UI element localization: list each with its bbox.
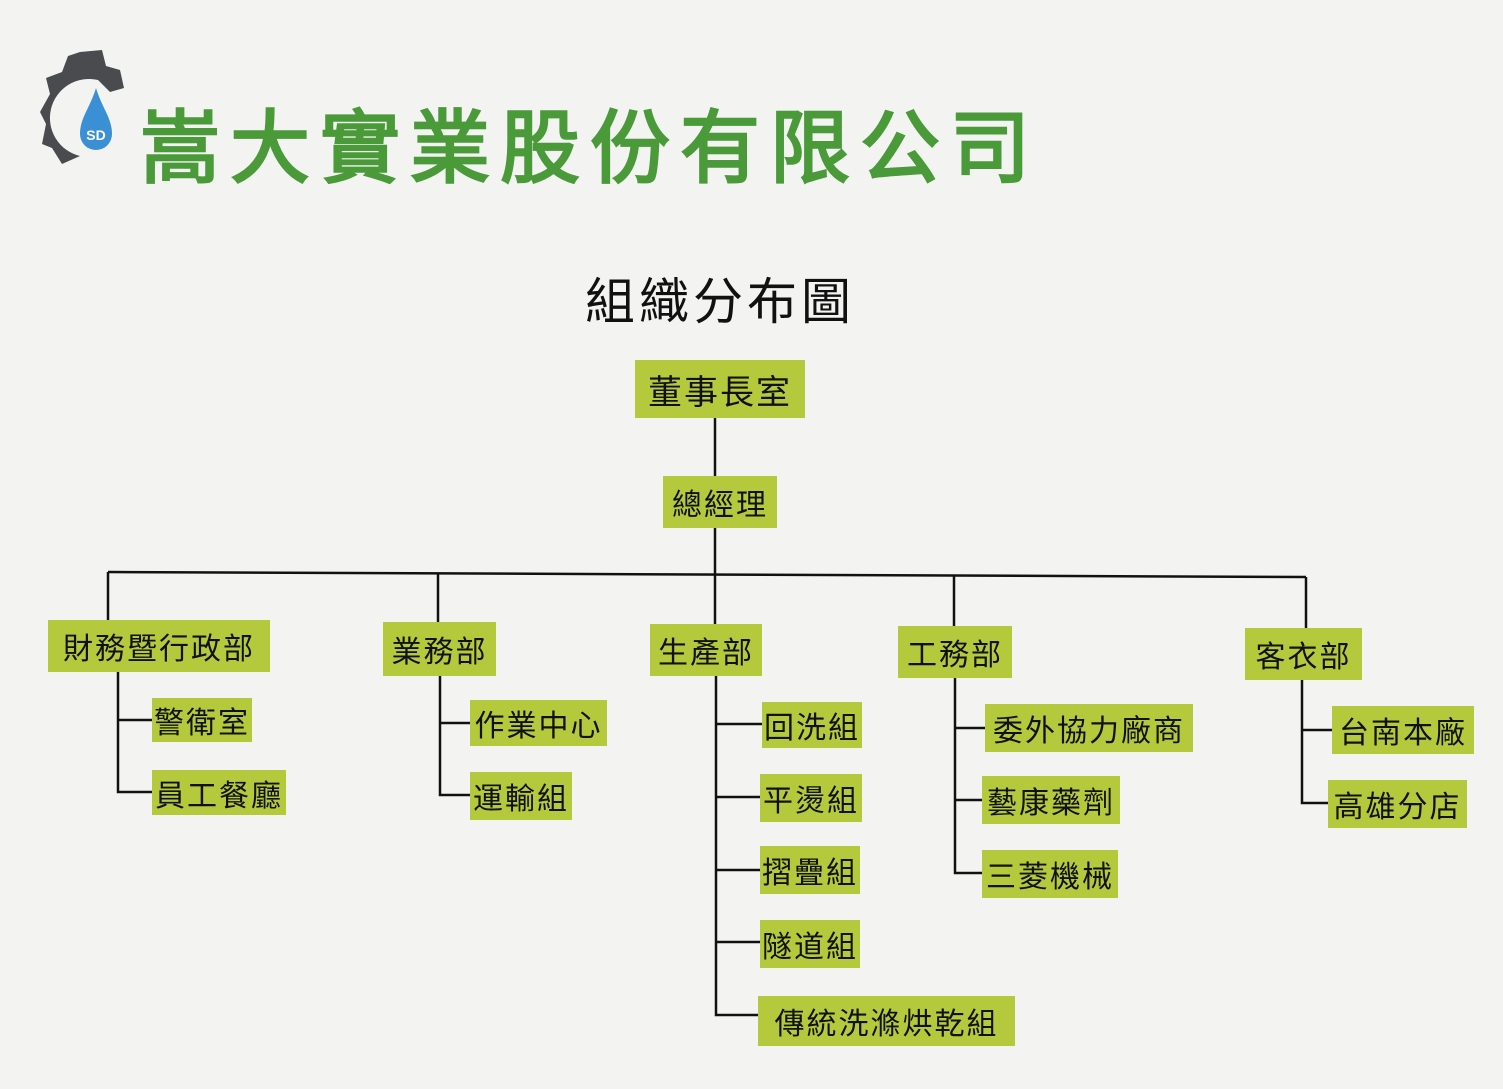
node-general-manager: 總經理 (663, 476, 777, 528)
unit-kaohsiung-branch: 高雄分店 (1328, 780, 1467, 828)
unit-ironing: 平燙組 (760, 774, 862, 822)
dept-engineering: 工務部 (898, 626, 1012, 678)
chart-title: 組織分布圖 (585, 273, 855, 331)
unit-tainan-plant: 台南本廠 (1332, 706, 1474, 754)
unit-traditional-wash-dry: 傳統洗滌烘乾組 (758, 996, 1015, 1046)
dept-production: 生產部 (650, 624, 762, 676)
unit-outsourced-vendors: 委外協力廠商 (985, 704, 1193, 752)
unit-rewash: 回洗組 (762, 702, 862, 748)
node-chairman: 董事長室 (635, 360, 805, 418)
water-drop-icon (80, 88, 112, 150)
dept-sales: 業務部 (383, 622, 496, 676)
unit-transport: 運輸組 (470, 772, 572, 820)
unit-security: 警衛室 (152, 698, 252, 742)
unit-ecolab-chemicals: 藝康藥劑 (982, 776, 1120, 824)
company-logo: SD (40, 50, 124, 164)
unit-folding: 摺疊組 (760, 846, 860, 894)
unit-mitsubishi-machinery: 三菱機械 (982, 850, 1118, 898)
dept-guest-laundry: 客衣部 (1245, 628, 1362, 680)
logo-text: SD (86, 127, 105, 143)
unit-operations-center: 作業中心 (470, 700, 607, 746)
company-name: 嵩大實業股份有限公司 (140, 101, 1040, 195)
unit-tunnel: 隧道組 (760, 920, 860, 968)
dept-finance-admin: 財務暨行政部 (48, 620, 270, 672)
unit-staff-canteen: 員工餐廳 (152, 770, 286, 815)
gear-icon (40, 50, 124, 164)
